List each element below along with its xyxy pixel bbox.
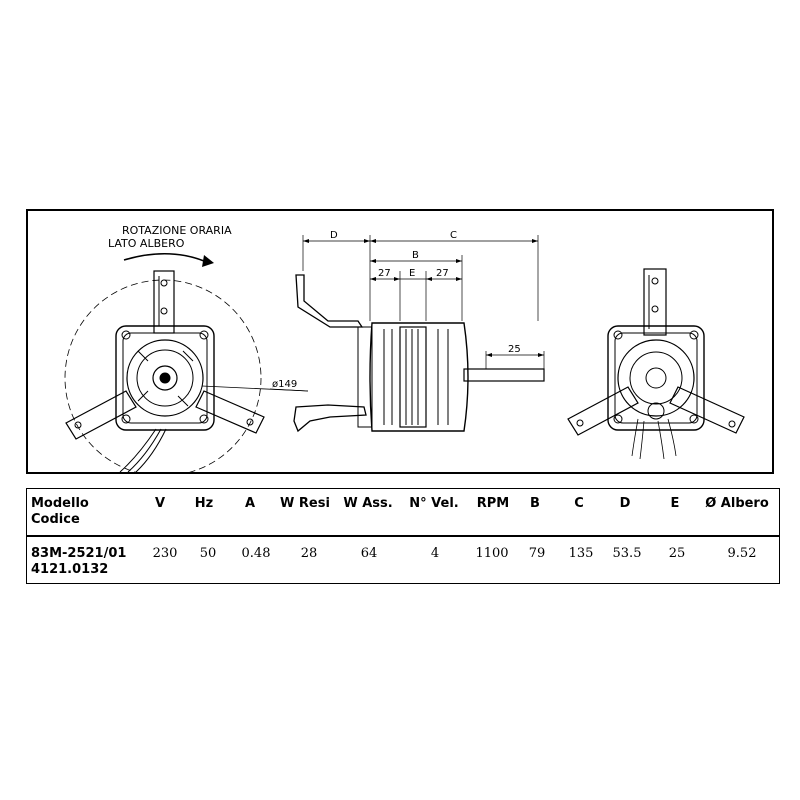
dim-27-right-label: 27: [436, 268, 449, 279]
specification-table: Modello Codice V Hz A W Resi W Ass. N° V…: [26, 488, 780, 584]
header-hz: Hz: [194, 496, 214, 511]
table-header-row: Modello Codice V Hz A W Resi W Ass. N° V…: [27, 489, 779, 537]
rotation-label-line1: ROTAZIONE ORARIA: [122, 224, 232, 237]
header-v: V: [154, 496, 166, 511]
header-w-ass: W Ass.: [343, 496, 393, 511]
row-v: 230: [152, 546, 178, 561]
header-w-resi: W Resi: [280, 496, 330, 511]
row-n-vel: 4: [430, 546, 440, 561]
row-rpm: 1100: [475, 546, 509, 561]
side-view-center: [293, 235, 545, 433]
table-row: 83M-2521/01 4121.0132 230 50 0.48 28 64 …: [27, 537, 779, 583]
dim-b-label: B: [412, 250, 419, 261]
header-n-vel: N° Vel.: [409, 496, 459, 511]
row-w-ass: 64: [360, 546, 378, 561]
header-b: B: [530, 496, 540, 511]
header-model: Modello Codice: [31, 496, 141, 528]
header-model-line2: Codice: [31, 512, 80, 527]
row-w-resi: 28: [300, 546, 318, 561]
dimension-arrows: [303, 239, 544, 357]
rotation-label-line2: LATO ALBERO: [108, 237, 185, 250]
dim-d-label: D: [330, 230, 338, 241]
row-model: 83M-2521/01: [31, 546, 127, 561]
dim-25-label: 25: [508, 344, 521, 355]
row-code: 4121.0132: [31, 562, 109, 577]
header-a: A: [244, 496, 256, 511]
header-c: C: [574, 496, 584, 511]
header-albero: Ø Albero: [705, 496, 769, 511]
dim-c-label: C: [450, 230, 457, 241]
row-d: 53.5: [612, 546, 642, 561]
dim-e-label: E: [409, 268, 415, 279]
row-hz: 50: [199, 546, 217, 561]
header-rpm: RPM: [476, 496, 510, 511]
row-a: 0.48: [241, 546, 271, 561]
header-model-line1: Modello: [31, 496, 89, 511]
row-model-code: 83M-2521/01 4121.0132: [31, 546, 143, 578]
front-view-left: [64, 252, 309, 472]
technical-drawing-frame: ROTAZIONE ORARIA LATO ALBERO ø149: [26, 209, 774, 474]
diameter-label: ø149: [272, 379, 297, 390]
row-c: 135: [568, 546, 594, 561]
row-e: 25: [668, 546, 686, 561]
rear-view-right: [567, 268, 745, 460]
row-b: 79: [528, 546, 546, 561]
motor-drawing: ROTAZIONE ORARIA LATO ALBERO ø149: [64, 224, 745, 472]
row-albero: 9.52: [727, 546, 757, 561]
header-d: D: [619, 496, 631, 511]
header-e: E: [670, 496, 680, 511]
dim-27-left-label: 27: [378, 268, 391, 279]
